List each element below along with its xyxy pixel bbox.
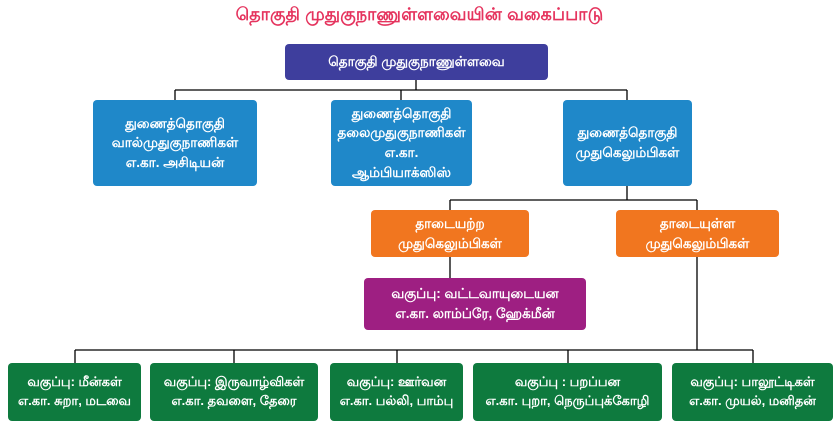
node-class-aves: வகுப்பு : பறப்பன எ.கா. புறா, நெருப்புக்க… <box>473 363 662 421</box>
node-class-amphibia: வகுப்பு: இருவாழ்விகள் எ.கா. தவளை, தேரை <box>150 363 318 421</box>
node-class-mammalia: வகுப்பு: பாலூட்டிகள் எ.கா. முயல், மனிதன் <box>672 363 833 421</box>
node-subphylum-cephalochordata: துணைத்தொகுதி தலைமுதுகுநாணிகள் எ.கா. ஆம்ப… <box>331 100 472 186</box>
node-class-pisces: வகுப்பு: மீன்கள் எ.கா. சுறா, மடவை <box>8 363 141 421</box>
node-jawed-vertebrates: தாடையுள்ள முதுகெலும்பிகள் <box>616 210 779 257</box>
node-class-cyclostomata: வகுப்பு: வட்டவாயுடையன எ.கா. லாம்ப்ரே, ஹே… <box>364 278 586 330</box>
node-subphylum-vertebrata: துணைத்தொகுதி முதுகெலும்பிகள் <box>563 100 692 186</box>
node-class-reptilia: வகுப்பு: ஊர்வன எ.கா. பல்லி, பாம்பு <box>330 363 463 421</box>
diagram-title: தொகுதி முதுகுநாணுள்ளவையின் வகைப்பாடு <box>235 4 604 24</box>
node-subphylum-urochordata: துணைத்தொகுதி வால்முதுகுநாணிகள் எ.கா. அசி… <box>93 100 257 186</box>
node-phylum-chordata: தொகுதி முதுகுநாணுள்ளவை <box>285 44 548 80</box>
node-jawless-vertebrates: தாடையற்ற முதுகெலும்பிகள் <box>371 210 529 257</box>
